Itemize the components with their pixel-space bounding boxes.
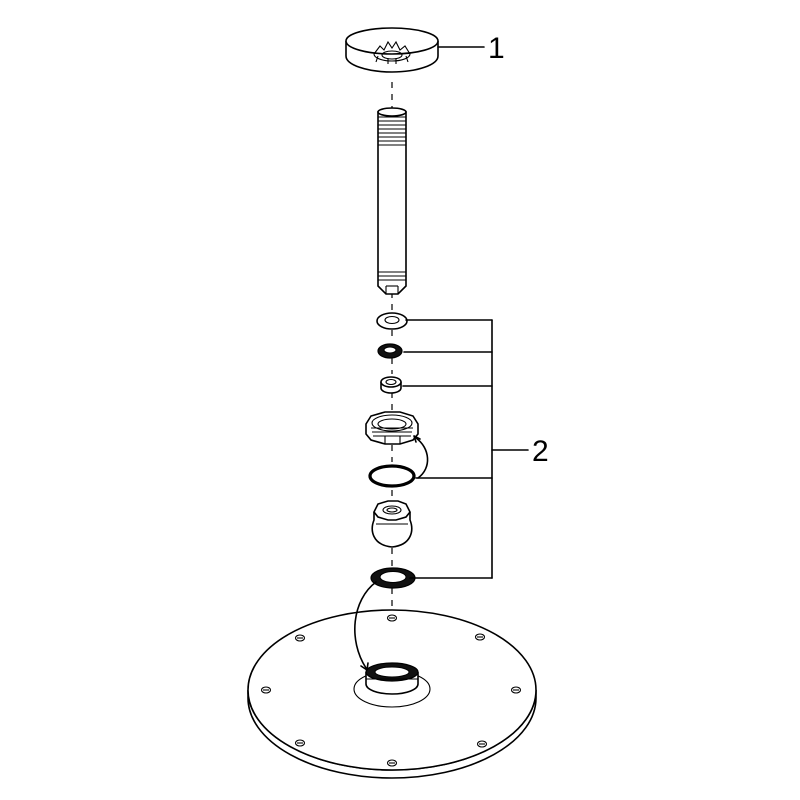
screw-icon [476, 740, 488, 748]
screw-icon [386, 614, 398, 622]
small-bushing [380, 376, 402, 394]
dark-seal-ring [377, 343, 403, 359]
screw-icon [386, 759, 398, 767]
hex-union-nut [365, 411, 419, 445]
callout-1: 1 [437, 32, 505, 65]
o-ring [368, 464, 416, 488]
flat-washer [376, 312, 408, 330]
ball-joint [371, 500, 413, 548]
screw-icon [474, 633, 486, 641]
screw-icon [294, 634, 306, 642]
shower-head-plate [247, 609, 537, 779]
plate-screws [260, 614, 522, 767]
assembly-arrows [354, 435, 429, 671]
callout-label-2: 2 [532, 435, 549, 468]
callout-label-1: 1 [488, 32, 505, 65]
screw-icon [260, 686, 272, 694]
screw-icon [294, 739, 306, 747]
large-seal-ring [370, 567, 416, 589]
ceiling-flange-cap [345, 27, 439, 73]
shower-arm-pipe [377, 107, 407, 295]
screw-icon [510, 686, 522, 694]
callout-2: 2 [402, 319, 549, 579]
